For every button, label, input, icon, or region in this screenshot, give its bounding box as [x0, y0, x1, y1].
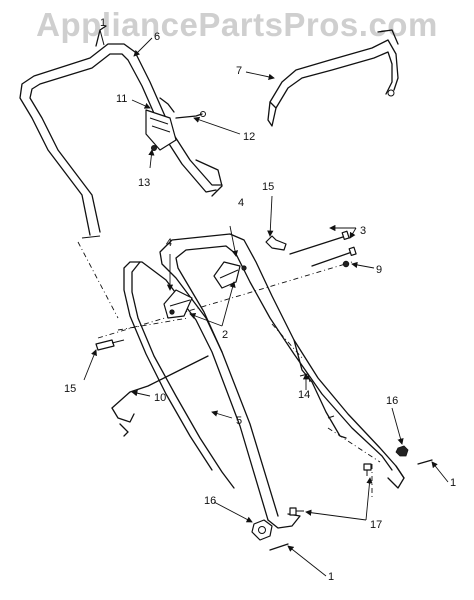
- callout-15-left: 15: [64, 383, 76, 395]
- knob-left: [163, 289, 193, 319]
- bolt-right: [265, 235, 287, 251]
- callout-14: 14: [298, 389, 310, 401]
- callout-1-lower: 1: [328, 571, 334, 583]
- callout-11: 11: [116, 93, 127, 105]
- watermark: AppliancePartsPros.com: [36, 6, 438, 43]
- bolt-17-left: [289, 507, 304, 516]
- callout-15-right: 15: [262, 181, 274, 193]
- callout-16-lower: 16: [204, 495, 216, 507]
- upper-handle-bar: [267, 29, 399, 127]
- callout-3: 3: [360, 225, 366, 237]
- cable: [111, 355, 209, 437]
- callout-2: 2: [222, 329, 228, 341]
- callout-16-right: 16: [386, 395, 398, 407]
- callout-4-right: 4: [238, 197, 244, 209]
- callout-17: 17: [370, 519, 382, 531]
- callout-12: 12: [243, 131, 255, 143]
- bolt-left: [95, 339, 125, 351]
- lower-handle: [123, 233, 405, 529]
- callout-7: 7: [236, 65, 242, 77]
- callout-5: 5: [236, 415, 242, 427]
- callout-1-right: 1: [450, 477, 456, 489]
- callout-13: 13: [138, 177, 150, 189]
- leader-lines: [83, 37, 449, 577]
- callout-6: 6: [154, 31, 160, 43]
- callout-labels: 6 7 11 12 13 15 4 3 4 9 2 15 14 10 16 5 …: [64, 17, 456, 583]
- alignment-lines: [77, 241, 381, 500]
- callout-9: 9: [376, 264, 382, 276]
- nut-right: [395, 445, 433, 465]
- callout-4-left: 4: [166, 237, 172, 249]
- bolt-17-right: [363, 463, 372, 476]
- nut-lower: [251, 519, 289, 551]
- callout-1-top: 1: [100, 17, 106, 29]
- control-bracket: [145, 97, 206, 151]
- callout-10: 10: [154, 392, 166, 404]
- upper-handle: [19, 25, 223, 239]
- screws-and-nuts: [289, 230, 357, 268]
